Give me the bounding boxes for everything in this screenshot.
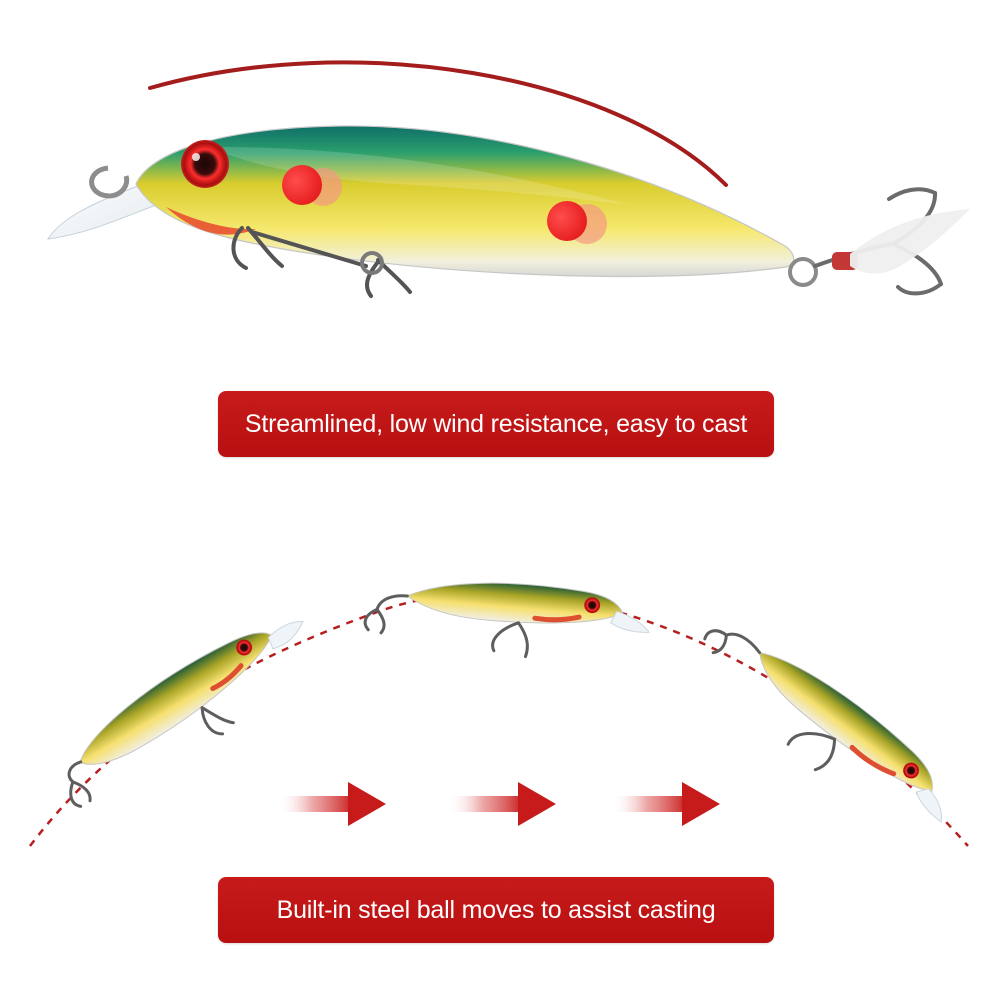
lure-belly-red (166, 207, 256, 235)
small-lure-image (703, 629, 942, 823)
feature-caption-bottom: Built-in steel ball moves to assist cast… (218, 877, 774, 943)
lure-body (135, 125, 795, 278)
steel-ball-dot (547, 201, 607, 244)
lure-eye-highlight (192, 153, 200, 161)
lure-scale-sheen (207, 146, 630, 205)
direction-arrow-icon (612, 782, 720, 826)
feature-caption-text: Streamlined, low wind resistance, easy t… (244, 409, 748, 438)
steel-ball-dot (282, 165, 342, 206)
feature-caption-text: Built-in steel ball moves to assist cast… (276, 895, 716, 924)
treble-hook-icon (231, 226, 412, 298)
direction-arrow-icon (448, 782, 556, 826)
large-lure-image (47, 60, 970, 298)
small-lure-image (67, 620, 304, 808)
direction-arrow-icon (278, 782, 386, 826)
front-ring (89, 165, 130, 199)
small-lure-image (363, 582, 651, 659)
casting-line-curve (148, 60, 728, 187)
feature-caption-top: Streamlined, low wind resistance, easy t… (218, 391, 774, 457)
tail-feather (850, 209, 970, 274)
lure-eye (181, 140, 229, 188)
